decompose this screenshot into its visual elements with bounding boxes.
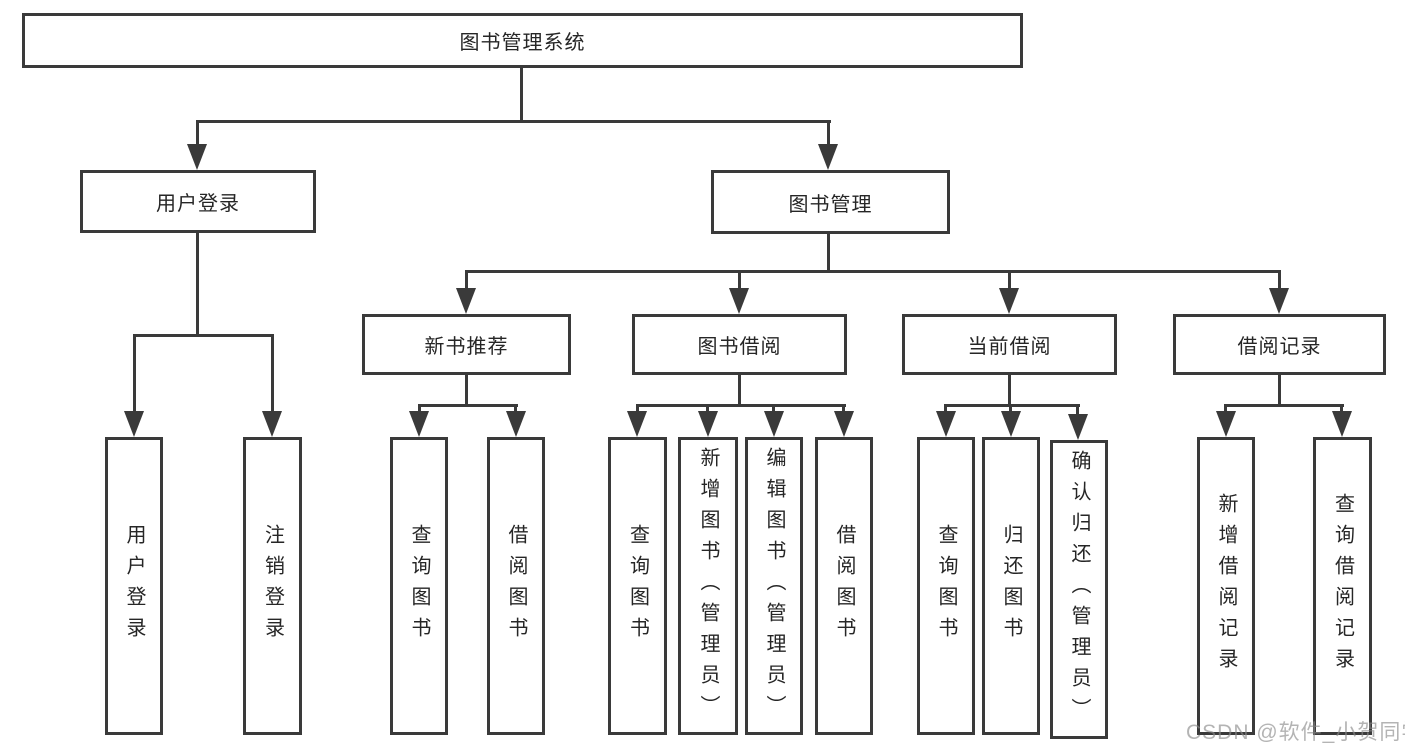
leaf-query-books-recommend: 查询图书 [390,437,448,735]
connector-line [133,334,136,413]
arrowhead-down-icon [1068,414,1088,440]
node-label: 注销登录 [261,524,284,648]
leaf-query-books-current: 查询图书 [917,437,975,735]
node-label: 借阅图书 [833,524,855,648]
connector-line [196,120,831,123]
node-label: 新增借阅记录 [1215,493,1237,679]
node-label: 查询图书 [408,524,430,648]
arrowhead-down-icon [1332,411,1352,437]
connector-line [514,404,517,414]
node-new-book-recommend: 新书推荐 [362,314,571,375]
connector-line [945,404,1080,407]
node-label: 新增图书（管理员） [697,446,719,726]
arrowhead-down-icon [834,411,854,437]
connector-line [1340,404,1343,414]
connector-line [418,404,518,407]
arrowhead-down-icon [999,288,1019,314]
connector-line [465,270,1281,273]
node-label: 借阅图书 [505,524,527,648]
arrowhead-down-icon [936,411,956,437]
node-label: 归还图书 [1000,524,1022,648]
connector-line [1009,404,1012,414]
node-label: 图书管理系统 [459,32,586,54]
leaf-user-login: 用户登录 [105,437,163,735]
connector-line [827,232,830,273]
connector-line [465,270,468,290]
leaf-query-borrow-record: 查询借阅记录 [1313,437,1372,735]
connector-line [827,120,830,146]
node-label: 图书管理 [788,193,873,216]
arrowhead-down-icon [409,411,429,437]
arrowhead-down-icon [1001,411,1021,437]
connector-line [944,404,947,414]
watermark: CSDN @软件_小贺同学 [1186,721,1405,744]
arrowhead-down-icon [187,144,207,170]
connector-line [738,374,741,407]
node-label: 用户登录 [123,524,145,648]
connector-line [1008,374,1011,407]
leaf-confirm-return-admin: 确认归还（管理员） [1050,440,1108,739]
connector-line [133,334,274,337]
connector-line [1225,404,1344,407]
connector-line [418,404,421,414]
node-current-borrow: 当前借阅 [902,314,1117,375]
leaf-add-book-admin: 新增图书（管理员） [678,437,738,735]
connector-line [1224,404,1227,414]
connector-line [196,231,199,337]
leaf-edit-book-admin: 编辑图书（管理员） [745,437,803,735]
arrowhead-down-icon [698,411,718,437]
connector-line [706,404,709,414]
node-label: 新书推荐 [424,336,509,358]
node-book-management: 图书管理 [711,170,950,234]
connector-line [842,404,845,414]
connector-line [1278,270,1281,290]
connector-line [1278,374,1281,407]
node-library-system: 图书管理系统 [22,13,1023,68]
leaf-logout: 注销登录 [243,437,302,735]
connector-line [271,334,274,413]
arrowhead-down-icon [456,288,476,314]
node-book-borrow: 图书借阅 [632,314,847,375]
node-label: 查询借阅记录 [1331,493,1354,679]
connector-line [772,404,775,414]
connector-line [636,404,846,407]
leaf-borrow-books-recommend: 借阅图书 [487,437,545,735]
connector-line [465,374,468,407]
arrowhead-down-icon [764,411,784,437]
node-label: 查询图书 [935,524,957,648]
node-label: 用户登录 [156,193,240,215]
node-label: 借阅记录 [1237,336,1322,358]
arrowhead-down-icon [1216,411,1236,437]
connector-line [196,120,199,146]
node-label: 确认归还（管理员） [1068,450,1090,729]
arrowhead-down-icon [1269,288,1289,314]
node-label: 查询图书 [626,524,649,648]
leaf-add-borrow-record: 新增借阅记录 [1197,437,1255,735]
node-user-login: 用户登录 [80,170,316,233]
node-borrow-records: 借阅记录 [1173,314,1386,375]
arrowhead-down-icon [506,411,526,437]
leaf-borrow-books: 借阅图书 [815,437,873,735]
arrowhead-down-icon [818,144,838,170]
arrowhead-down-icon [262,411,282,437]
leaf-query-books-borrow: 查询图书 [608,437,667,735]
arrowhead-down-icon [729,288,749,314]
node-label: 编辑图书（管理员） [763,446,785,726]
connector-line [1076,404,1079,417]
arrowhead-down-icon [627,411,647,437]
connector-line [738,270,741,290]
connector-line [1008,270,1011,290]
node-label: 当前借阅 [967,336,1052,358]
leaf-return-book: 归还图书 [982,437,1040,735]
arrowhead-down-icon [124,411,144,437]
connector-line [520,68,523,123]
connector-line [636,404,639,414]
node-label: 图书借阅 [697,336,782,358]
